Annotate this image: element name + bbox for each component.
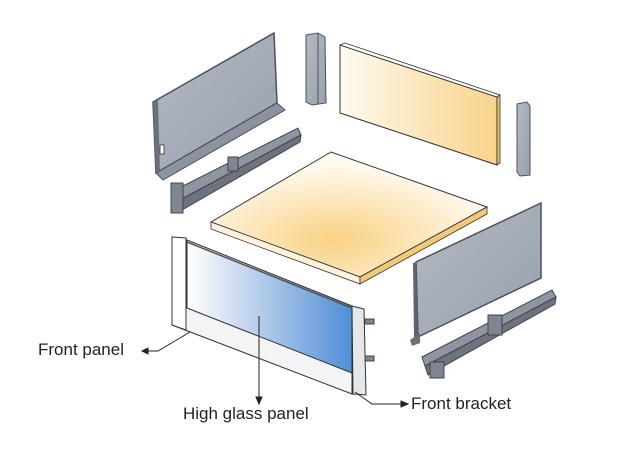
left-runner: [170, 127, 302, 214]
leader-lines: [140, 316, 410, 408]
front-bracket: [351, 305, 375, 396]
back-panel: [338, 42, 501, 166]
bottom-board: [209, 151, 489, 285]
right-runner: [421, 289, 557, 379]
left-side-panel: [152, 31, 286, 181]
right-side-panel: [410, 201, 542, 346]
front-bracket-leader: [354, 391, 404, 405]
high-glass-panel: [186, 239, 353, 374]
label-front-panel: Front panel: [38, 340, 124, 359]
front-panel-leader: [145, 331, 191, 352]
rear-bracket-right: [516, 101, 531, 177]
label-front-bracket: Front bracket: [411, 394, 512, 413]
label-high-glass-panel: High glass panel: [183, 404, 309, 423]
rear-bracket-left: [305, 32, 327, 106]
